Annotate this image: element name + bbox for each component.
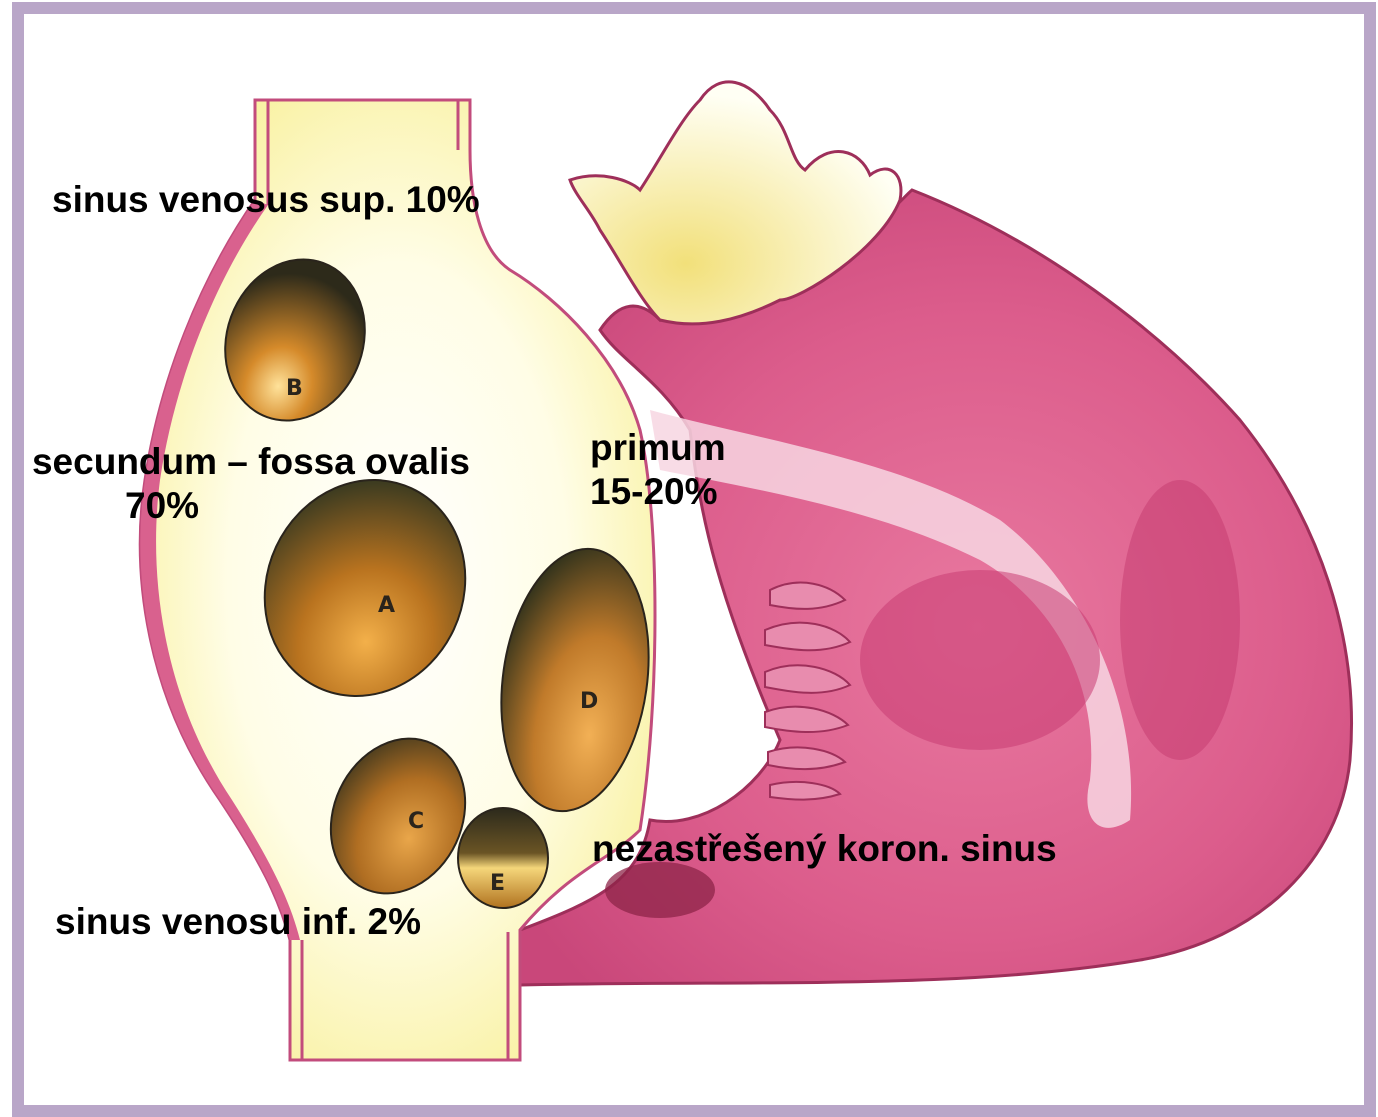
ventricle-dark-region-2 xyxy=(1120,480,1240,760)
letter-c: C xyxy=(408,809,424,834)
label-secundum-line2: 70% xyxy=(125,484,494,528)
label-sinus-venosus-sup: sinus venosus sup. 10% xyxy=(52,178,480,222)
label-secundum: secundum – fossa ovalis 70% xyxy=(8,440,494,528)
letter-b: B xyxy=(286,376,303,401)
label-primum-line2: 15-20% xyxy=(590,470,726,514)
label-coronary-sinus: nezastřešený koron. sinus xyxy=(592,827,1057,871)
defect-e: E xyxy=(458,808,548,908)
letter-a: A xyxy=(378,593,395,618)
letter-d: D xyxy=(580,689,598,714)
label-primum: primum 15-20% xyxy=(590,426,726,514)
label-primum-line1: primum xyxy=(590,426,726,470)
letter-e: E xyxy=(490,871,505,896)
label-secundum-line1: secundum – fossa ovalis xyxy=(8,440,494,484)
ventricle-dark-region xyxy=(860,570,1100,750)
label-sinus-venosus-inf: sinus venosu inf. 2% xyxy=(55,900,421,944)
